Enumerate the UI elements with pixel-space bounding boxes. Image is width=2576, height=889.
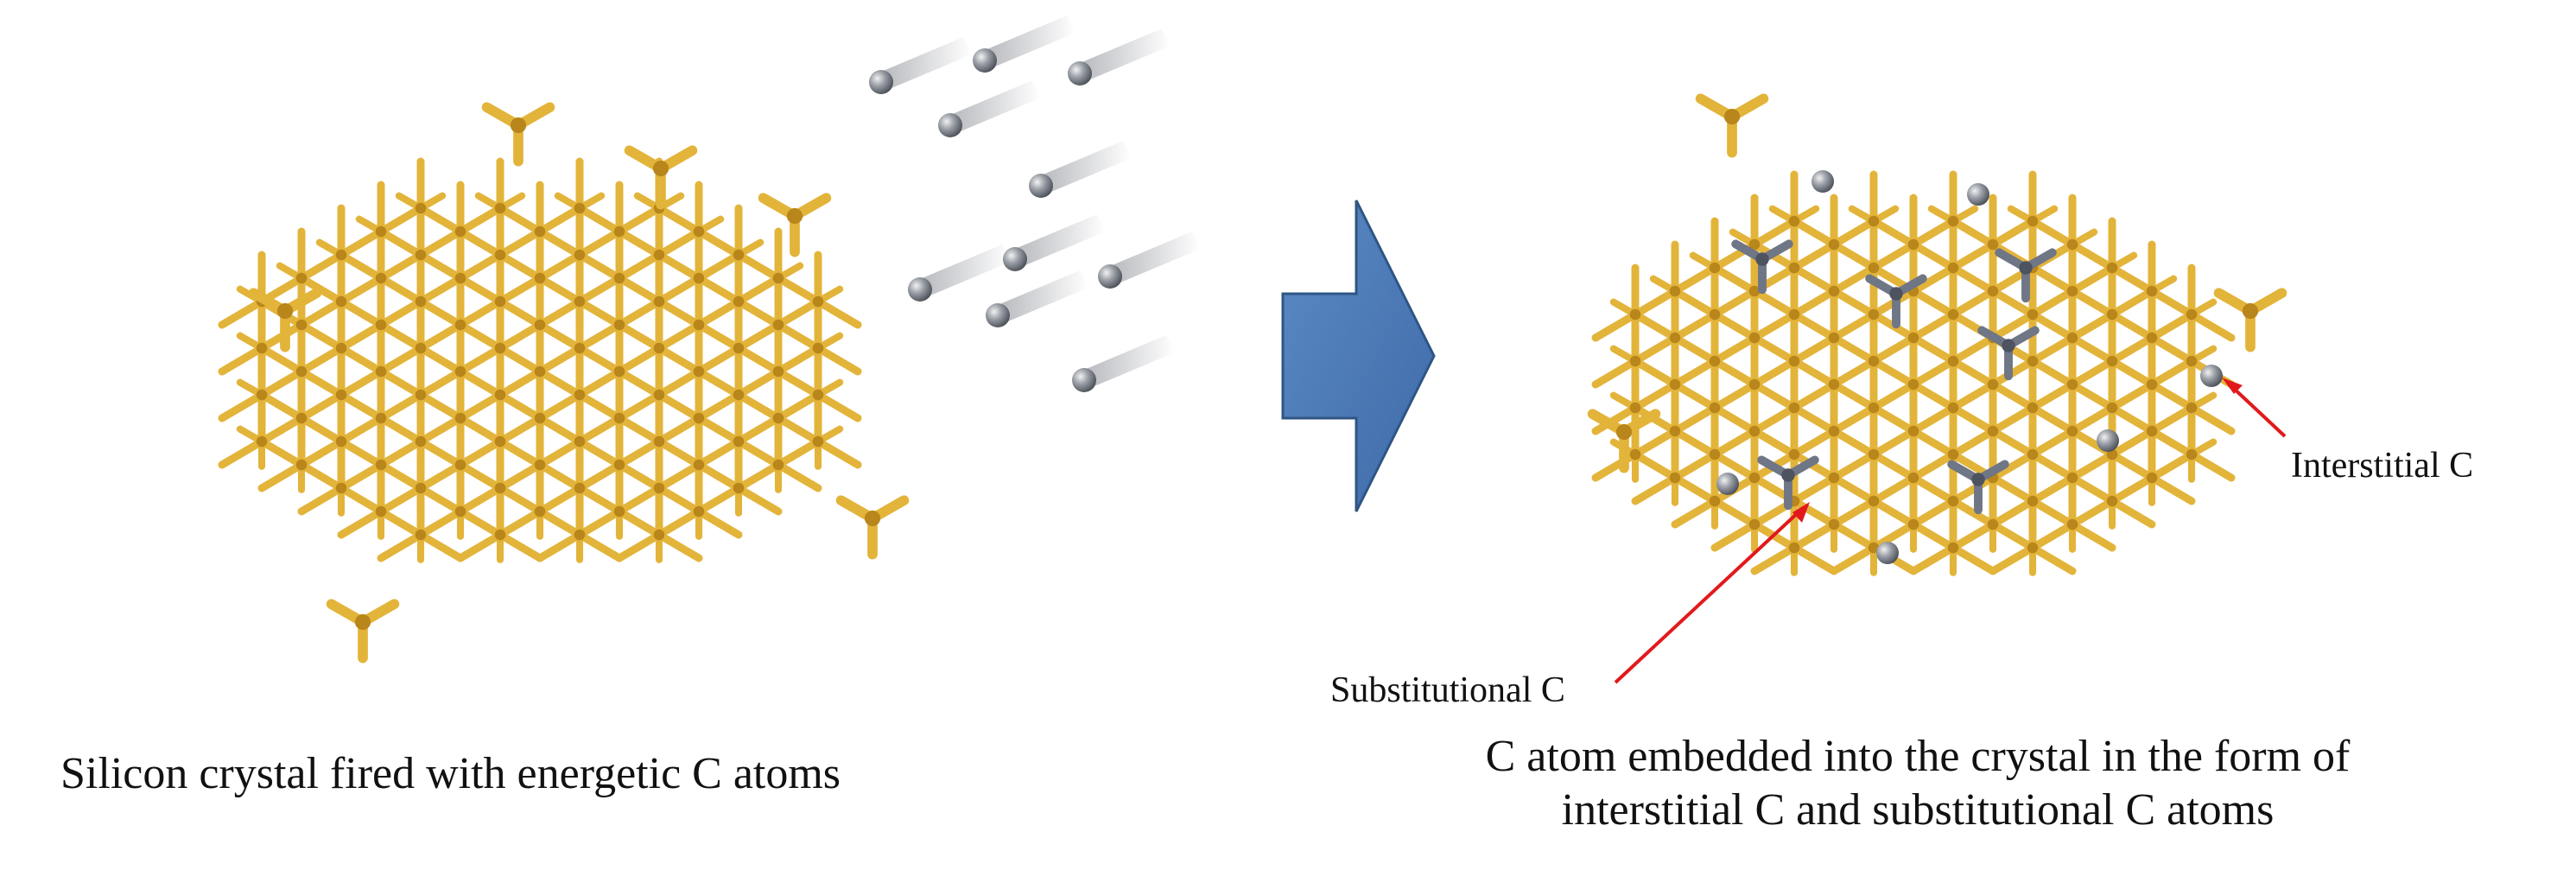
substitutional-carbon bbox=[1757, 455, 1819, 511]
energetic-carbon-atom bbox=[1068, 29, 1171, 86]
carbon-sites bbox=[1716, 170, 2223, 564]
right-caption-line-2: interstitial C and substitutional C atom… bbox=[1561, 785, 2275, 835]
energetic-carbon-atoms bbox=[869, 16, 1201, 392]
interstitial-carbon-atom bbox=[2097, 429, 2119, 452]
process-arrow bbox=[1281, 200, 1436, 512]
right-caption: C atom embedded into the crystal in the … bbox=[1348, 730, 2488, 837]
interstitial-pointer bbox=[2222, 378, 2287, 438]
substitutional-carbon bbox=[1731, 239, 1793, 295]
carbon-embedded-crystal-lattice bbox=[1587, 93, 2287, 576]
energetic-carbon-atom bbox=[986, 270, 1088, 327]
energetic-carbon-atom bbox=[973, 16, 1075, 73]
energetic-carbon-atom bbox=[1003, 214, 1106, 271]
left-caption: Silicon crystal fired with energetic C a… bbox=[60, 749, 841, 798]
energetic-carbon-atom bbox=[1098, 232, 1201, 289]
energetic-carbon-atom bbox=[938, 80, 1041, 137]
energetic-carbon-atom bbox=[1072, 335, 1175, 392]
silicon-crystal-lattice bbox=[218, 102, 910, 664]
substitutional-carbon bbox=[1995, 248, 2057, 303]
energetic-carbon-atom bbox=[1029, 141, 1132, 198]
substitutional-carbon bbox=[1865, 274, 1927, 329]
substitutional-carbon bbox=[1947, 460, 2009, 515]
interstitial-carbon-atom bbox=[1876, 542, 1899, 564]
interstitial-carbon-atom bbox=[1967, 183, 1989, 206]
interstitial-carbon-atom bbox=[2200, 365, 2223, 387]
substitutional-c-label: Substitutional C bbox=[1330, 670, 1565, 710]
energetic-carbon-atom bbox=[869, 37, 972, 94]
interstitial-carbon-atom bbox=[1811, 170, 1834, 193]
interstitial-carbon-atom bbox=[1716, 473, 1739, 495]
right-caption-line-1: C atom embedded into the crystal in the … bbox=[1485, 732, 2351, 781]
interstitial-c-label: Interstitial C bbox=[2291, 446, 2474, 486]
substitutional-carbon bbox=[1977, 326, 2040, 381]
substitutional-pointer bbox=[1614, 502, 1810, 684]
energetic-carbon-atom bbox=[908, 244, 1011, 302]
